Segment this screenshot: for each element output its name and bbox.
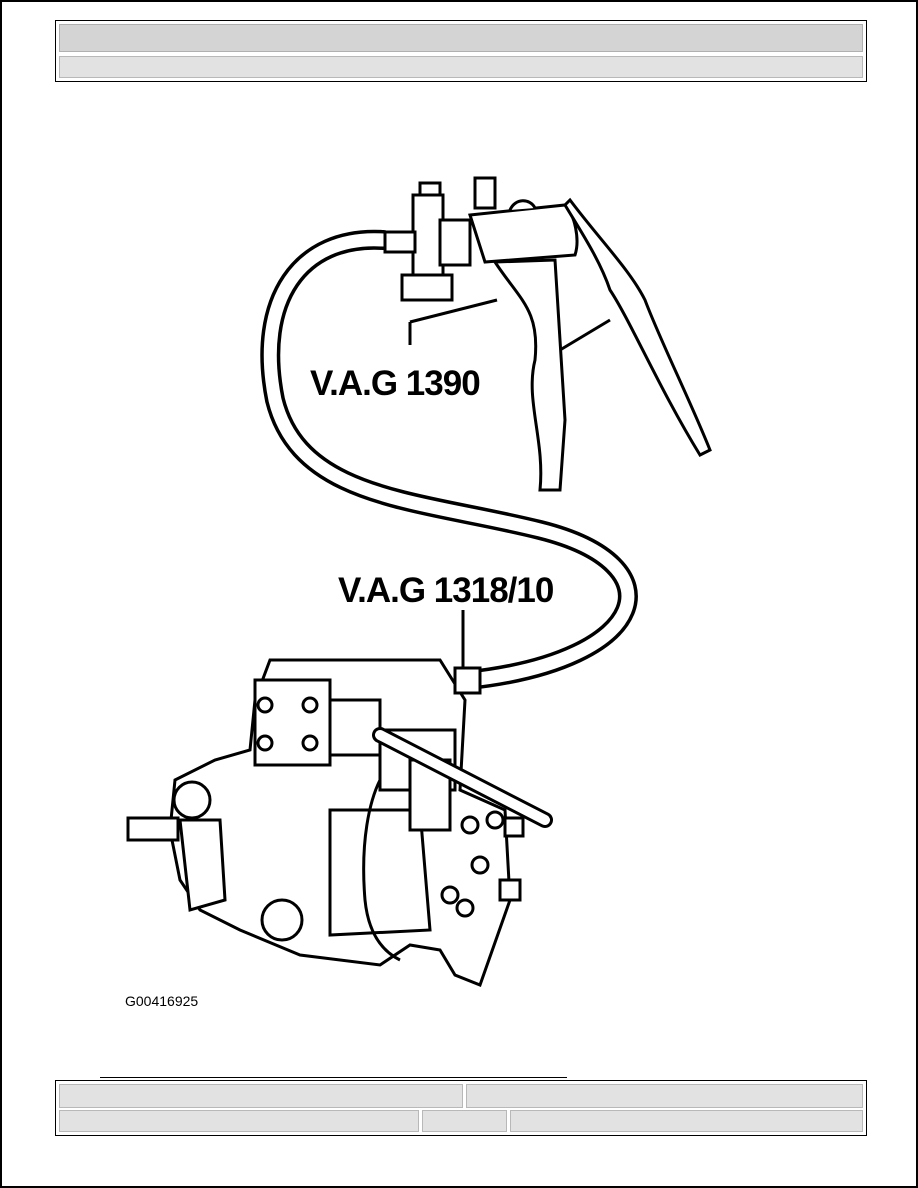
footer-cell-2 — [466, 1084, 863, 1108]
hand-vacuum-pump — [383, 176, 712, 492]
header-title-cell — [59, 24, 863, 52]
injection-pump — [126, 658, 525, 987]
footer-cell-4 — [422, 1110, 507, 1132]
vacuum-hose — [260, 229, 638, 690]
footer-cell-5 — [510, 1110, 863, 1132]
figure-caption: G00416925 — [125, 993, 199, 1009]
label-vag-1318-10: V.A.G 1318/10 — [338, 571, 554, 610]
footer-rule — [100, 1077, 567, 1078]
header-subtitle-cell — [59, 56, 863, 78]
footer-table — [55, 1080, 867, 1136]
label-vag-1390: V.A.G 1390 — [310, 364, 480, 403]
footer-cell-1 — [59, 1084, 463, 1108]
footer-cell-3 — [59, 1110, 419, 1132]
header-table — [55, 20, 867, 82]
figure-illustration: V.A.G 1390 V.A.G 1318/10 — [126, 176, 712, 987]
